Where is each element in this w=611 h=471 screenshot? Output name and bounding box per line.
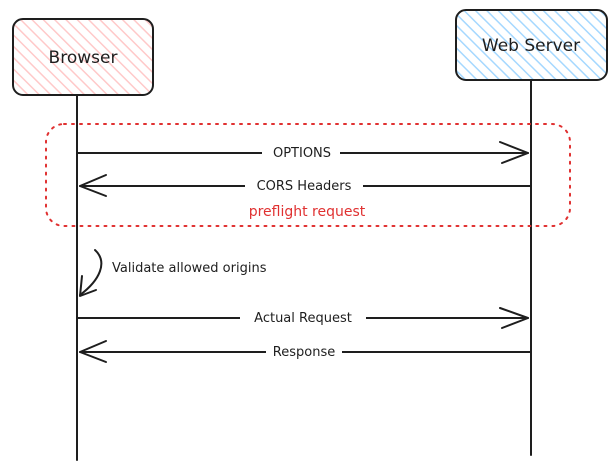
message-response-label: Response [273, 345, 335, 360]
preflight-group-box [45, 123, 571, 227]
server-participant-label: Web Server [482, 36, 580, 56]
message-response: Response [79, 340, 531, 363]
message-actual-request-label: Actual Request [254, 311, 352, 326]
message-actual-request: Actual Request [77, 307, 529, 329]
message-options-label: OPTIONS [273, 146, 331, 161]
message-options: OPTIONS [77, 141, 529, 164]
browser-participant-label: Browser [49, 48, 118, 68]
self-validation-note: Validate allowed origins [79, 249, 267, 297]
self-validation-note-label: Validate allowed origins [112, 261, 267, 276]
preflight-group-label: preflight request [249, 204, 366, 220]
message-cors-headers-label: CORS Headers [257, 179, 352, 194]
browser-participant: Browser [12, 18, 154, 96]
server-participant: Web Server [455, 9, 608, 81]
message-cors-headers: CORS Headers [79, 174, 531, 197]
